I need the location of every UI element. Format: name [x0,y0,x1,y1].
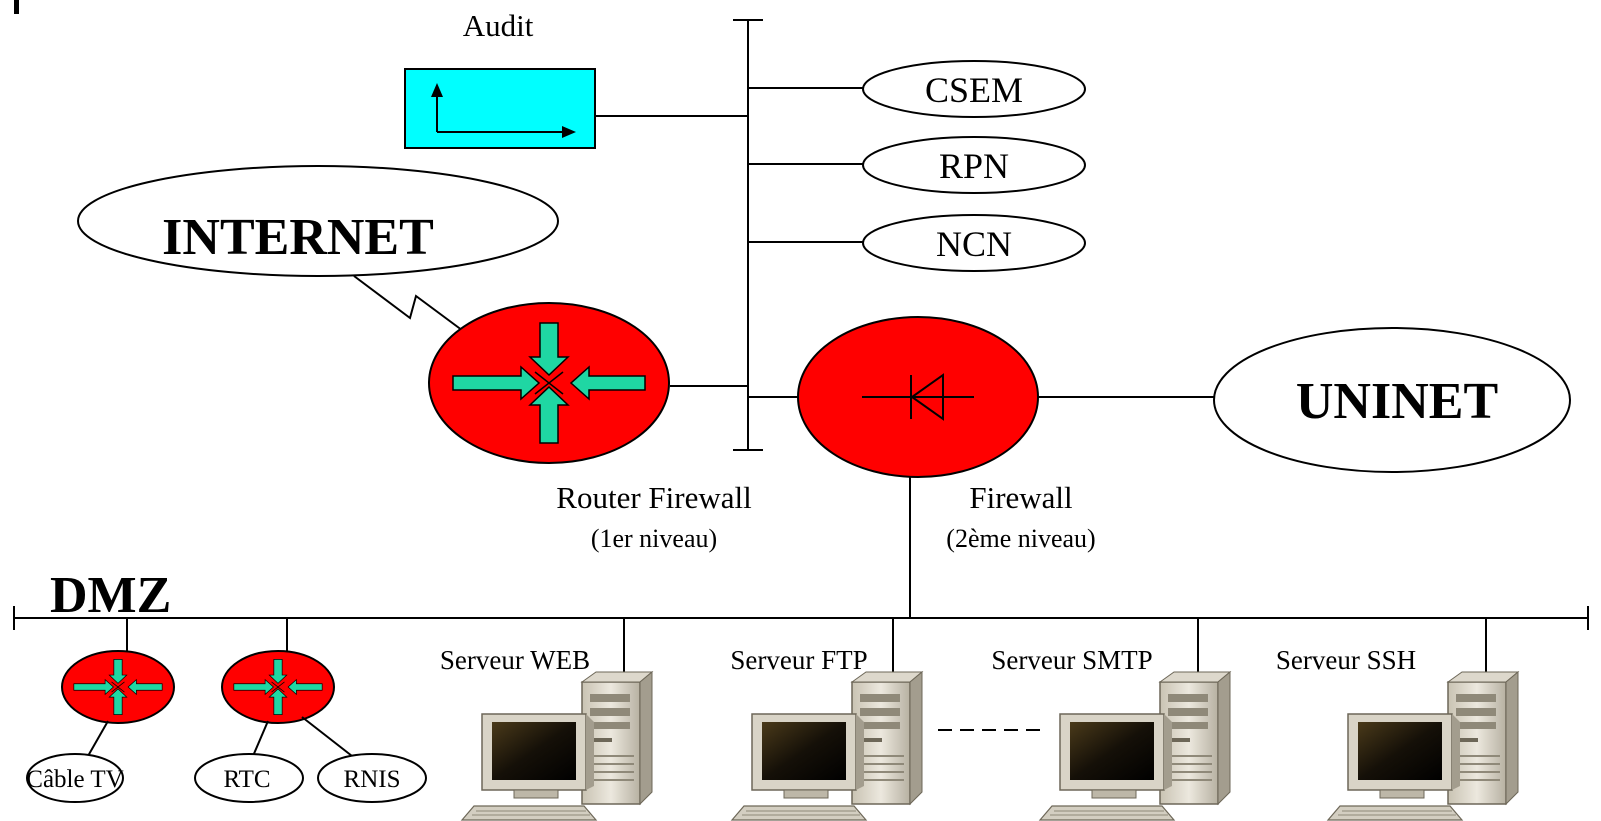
dmz-router-2 [221,650,335,724]
router-firewall-label: Router Firewall [556,480,751,515]
audit-box [404,68,596,149]
dmz-bus [13,606,1589,672]
uninet-cloud: UNINET [1213,327,1571,473]
cable-tv-label: Câble TV [26,766,123,793]
rnis-node: RNIS [317,753,427,803]
rpn-label: RPN [939,146,1009,186]
firewall [797,316,1039,478]
backbone-bus [595,19,864,451]
dmz-router-1 [61,650,175,724]
internet-label: INTERNET [162,209,434,266]
ncn-network: NCN [862,214,1086,272]
rtc-label: RTC [223,766,270,793]
uninet-label: UNINET [1296,373,1498,430]
internet-cloud: INTERNET [77,165,559,277]
audit-label: Audit [463,8,534,43]
firewall-sublabel: (2ème niveau) [946,524,1095,553]
server-ssh-label: Serveur SSH [1276,645,1416,675]
server-ftp-icon [731,671,923,821]
server-web-icon [461,671,653,821]
rtc-link [252,720,269,757]
csem-network: CSEM [862,60,1086,118]
server-ftp-label: Serveur FTP [730,645,867,675]
cable-tv-link [87,720,109,757]
corner-marker [14,0,19,14]
server-web-label: Serveur WEB [440,645,590,675]
dmz-label: DMZ [50,567,171,624]
router-firewall-sublabel: (1er niveau) [591,524,717,553]
server-smtp-icon [1039,671,1231,821]
server-smtp-label: Serveur SMTP [991,645,1152,675]
rnis-link [301,716,353,757]
cable-tv-node: Câble TV [26,753,124,803]
rpn-network: RPN [862,136,1086,194]
rtc-node: RTC [194,753,304,803]
server-ssh-icon [1327,671,1519,821]
internet-link [353,275,479,343]
csem-label: CSEM [925,70,1023,110]
ncn-label: NCN [936,224,1012,264]
rnis-label: RNIS [344,766,401,793]
firewall-label: Firewall [969,480,1072,515]
router-firewall [428,302,670,464]
